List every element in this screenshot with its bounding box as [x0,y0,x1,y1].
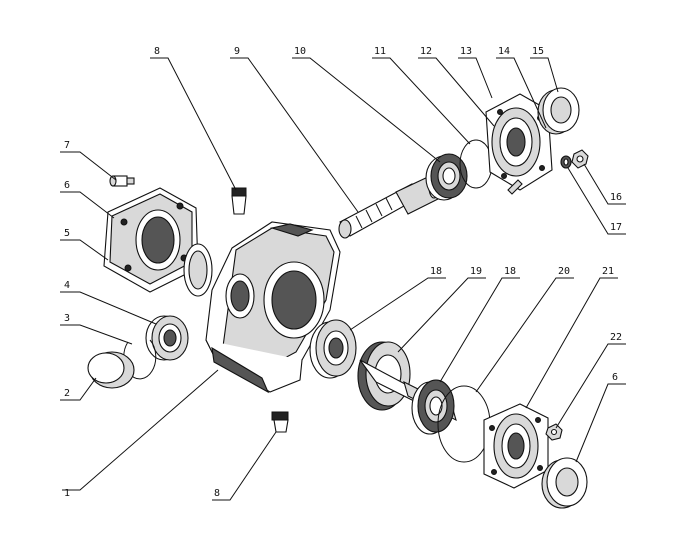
part-5-gasket [183,243,213,297]
part-10-bearing [425,153,468,201]
callout-19: 19 [470,266,482,277]
part-11-oring [459,139,493,189]
callout-11: 11 [374,46,386,57]
callout-4: 4 [64,280,70,291]
part-8-plug-top [231,187,247,215]
callout-9: 9 [234,46,240,57]
part-2-cap [87,351,135,389]
callout-22: 22 [610,332,622,343]
callout-3: 3 [64,313,70,324]
part-18-bearing-right [411,379,455,435]
part-17-washer [560,155,572,169]
part-6-seal-right [541,457,588,509]
callout-2: 2 [64,388,70,399]
part-21-output-flange [483,403,549,489]
callout-20: 20 [558,266,570,277]
callout-13: 13 [460,46,472,57]
callout-6-right: 6 [612,372,618,383]
callout-21: 21 [602,266,614,277]
callout-5: 5 [64,228,70,239]
leader-lines [60,57,626,501]
part-18-bearing-left [309,319,357,379]
part-1-housing [205,221,341,394]
callout-12: 12 [420,46,432,57]
part-22-nut [545,423,563,441]
callout-6-left: 6 [64,180,70,191]
part-16-nut [571,149,589,169]
part-8-plug-bottom [271,411,289,433]
callout-labels: 7 6 5 4 3 2 1 8 9 10 11 12 13 14 15 16 1… [64,46,622,499]
callout-14: 14 [498,46,510,57]
part-15-seal [537,87,580,135]
callout-15: 15 [532,46,544,57]
callout-17: 17 [610,222,622,233]
callout-10: 10 [294,46,306,57]
callout-18-left: 18 [430,266,442,277]
callout-16: 16 [610,192,622,203]
callout-1: 1 [64,488,70,499]
callout-8-top: 8 [154,46,160,57]
callout-8-bottom: 8 [214,488,220,499]
part-13-end-flange [485,93,553,195]
part-4-bearing [145,315,189,361]
callout-7: 7 [64,140,70,151]
callout-18-right: 18 [504,266,516,277]
